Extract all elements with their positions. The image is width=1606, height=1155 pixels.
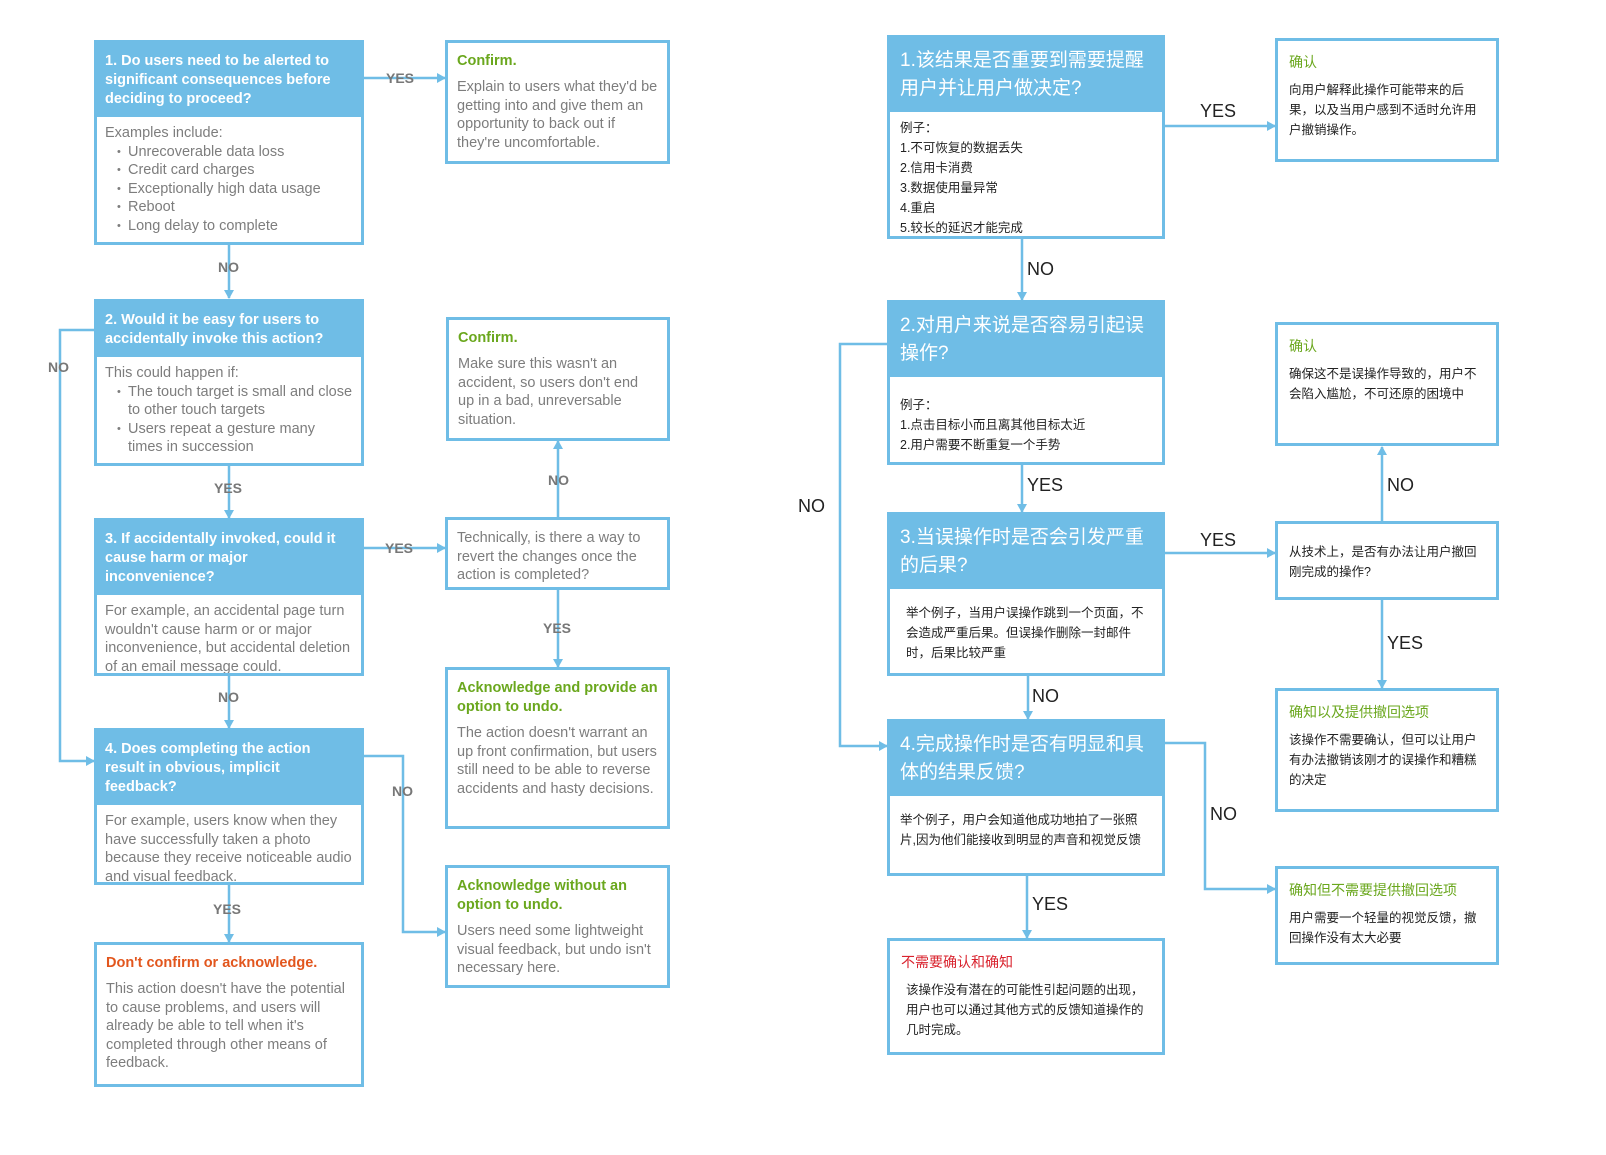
en-label-no-revert: NO	[548, 472, 569, 488]
en-arrow-q4-acknoundo	[363, 754, 446, 937]
en-confirm-1-body: Explain to users what they'd be getting …	[457, 79, 658, 151]
zh-outcome-confirm-2: 确认 确保这不是误操作导致的，用户不会陷入尴尬，不可还原的困境中	[1275, 322, 1499, 446]
zh-arrow-q4-acknoundo	[1165, 741, 1276, 894]
en-label-no-q1: NO	[218, 259, 239, 275]
zh-label-no-q2: NO	[798, 496, 825, 516]
zh-none-title: 不需要确认和确知	[901, 954, 1013, 970]
en-label-no-q2: NO	[48, 359, 69, 375]
zh-label-yes-q1: YES	[1200, 101, 1237, 121]
zh-label-yes-q3: YES	[1200, 530, 1237, 550]
zh-question-4-title: 4.完成操作时是否有明显和具体的结果反馈?	[890, 722, 1162, 796]
en-confirm-1-title: Confirm.	[457, 53, 517, 69]
en-label-yes-q2: YES	[214, 480, 243, 496]
zh-confirm-2-title: 确认	[1289, 338, 1317, 354]
list-item: Unrecoverable data loss	[117, 143, 353, 162]
zh-ack-undo-title: 确知以及提供撤回选项	[1289, 704, 1429, 720]
zh-label-yes-q4: YES	[1032, 894, 1069, 914]
list-item: 5.较长的延迟才能完成	[900, 221, 1023, 235]
en-revert-body: Technically, is there a way to revert th…	[457, 530, 641, 583]
en-label-no-q4: NO	[392, 783, 413, 799]
en-outcome-none: Don't confirm or acknowledge. This actio…	[94, 942, 364, 1087]
zh-question-1: 1.该结果是否重要到需要提醒用户并让用户做决定? 例子： 1.不可恢复的数据丢失…	[887, 35, 1165, 239]
zh-outcome-none: 不需要确认和确知 该操作没有潜在的可能性引起问题的出现，用户也可以通过其他方式的…	[887, 938, 1165, 1055]
list-item: 3.数据使用量异常	[900, 181, 998, 195]
en-question-2: 2. Would it be easy for users to acciden…	[94, 299, 364, 466]
list-item: Long delay to complete	[117, 217, 353, 236]
zh-label-no-q3: NO	[1032, 686, 1059, 706]
en-question-4: 4. Does completing the action result in …	[94, 728, 364, 885]
zh-outcome-confirm-1: 确认 向用户解释此操作可能带来的后果，以及当用户感到不适时允许用户撤销操作。	[1275, 38, 1499, 162]
en-question-3-title: 3. If accidentally invoked, could it cau…	[97, 521, 361, 595]
en-question-1: 1. Do users need to be alerted to signif…	[94, 40, 364, 245]
zh-none-body: 该操作没有潜在的可能性引起问题的出现，用户也可以通过其他方式的反馈知道操作的几时…	[906, 983, 1144, 1037]
zh-revert-body: 从技术上，是否有办法让用户撤回刚完成的操作?	[1289, 545, 1477, 579]
en-outcome-ack-no-undo: Acknowledge without an option to undo. U…	[445, 865, 670, 988]
list-item: 1.不可恢复的数据丢失	[900, 141, 1023, 155]
en-none-title: Don't confirm or acknowledge.	[106, 955, 318, 971]
zh-label-no-q1: NO	[1027, 259, 1054, 279]
zh-confirm-1-body: 向用户解释此操作可能带来的后果，以及当用户感到不适时允许用户撤销操作。	[1289, 83, 1477, 137]
en-arrow-q2-q4	[58, 328, 95, 766]
en-ack-undo-body: The action doesn't warrant an up front c…	[457, 725, 657, 797]
en-outcome-ack-undo: Acknowledge and provide an option to und…	[445, 667, 670, 829]
zh-label-no-q4: NO	[1210, 804, 1237, 824]
zh-arrow-q2-q4	[838, 342, 888, 751]
en-question-4-title: 4. Does completing the action result in …	[97, 731, 361, 805]
zh-ack-no-undo-title: 确知但不需要提供撤回选项	[1289, 882, 1457, 898]
zh-label-no-revert: NO	[1387, 475, 1414, 495]
list-item: 4.重启	[900, 201, 936, 215]
en-label-yes-revert: YES	[543, 620, 572, 636]
en-question-3-body: For example, an accidental page turn wou…	[105, 603, 351, 675]
en-question-revert: Technically, is there a way to revert th…	[445, 517, 670, 590]
en-label-yes-q4: YES	[213, 901, 242, 917]
zh-outcome-ack-undo: 确知以及提供撤回选项 该操作不需要确认，但可以让用户有办法撤销该刚才的误操作和糟…	[1275, 688, 1499, 812]
list-item: 2.信用卡消费	[900, 161, 973, 175]
zh-confirm-2-body: 确保这不是误操作导致的，用户不会陷入尴尬，不可还原的困境中	[1289, 367, 1477, 401]
en-none-body: This action doesn't have the potential t…	[106, 981, 345, 1071]
zh-label-yes-revert: YES	[1387, 633, 1424, 653]
list-item: Users repeat a gesture many times in suc…	[117, 420, 353, 457]
list-item: 2.用户需要不断重复一个手势	[900, 438, 1061, 452]
en-label-yes-q3: YES	[385, 540, 414, 556]
zh-question-3-title: 3.当误操作时是否会引发严重的后果?	[890, 515, 1162, 589]
zh-question-2-title: 2.对用户来说是否容易引起误操作?	[890, 303, 1162, 377]
zh-question-2: 2.对用户来说是否容易引起误操作? 例子： 1.点击目标小而且离其他目标太近 2…	[887, 300, 1165, 465]
en-confirm-2-body: Make sure this wasn't an accident, so us…	[458, 356, 639, 428]
list-item: 例子：	[900, 121, 938, 135]
zh-question-3: 3.当误操作时是否会引发严重的后果? 举个例子，当用户误操作跳到一个页面，不会造…	[887, 512, 1165, 676]
list-item: 例子：	[900, 398, 938, 412]
list-item: 1.点击目标小而且离其他目标太近	[900, 418, 1086, 432]
en-question-1-title: 1. Do users need to be alerted to signif…	[97, 43, 361, 117]
en-ack-no-undo-title: Acknowledge without an option to undo.	[457, 878, 627, 913]
en-question-3: 3. If accidentally invoked, could it cau…	[94, 518, 364, 676]
zh-question-1-title: 1.该结果是否重要到需要提醒用户并让用户做决定?	[890, 38, 1162, 112]
zh-question-4-body: 举个例子，用户会知道他成功地拍了一张照片,因为他们能接收到明显的声音和视觉反馈	[900, 813, 1141, 847]
zh-ack-no-undo-body: 用户需要一个轻量的视觉反馈，撤回操作没有太大必要	[1289, 911, 1477, 945]
zh-label-yes-q2: YES	[1027, 475, 1064, 495]
zh-question-4: 4.完成操作时是否有明显和具体的结果反馈? 举个例子，用户会知道他成功地拍了一张…	[887, 719, 1165, 876]
en-label-no-q3: NO	[218, 689, 239, 705]
en-question-1-intro: Examples include:	[105, 125, 223, 141]
en-confirm-2-title: Confirm.	[458, 330, 518, 346]
zh-question-revert: 从技术上，是否有办法让用户撤回刚完成的操作?	[1275, 521, 1499, 600]
zh-confirm-1-title: 确认	[1289, 54, 1317, 70]
en-question-4-body: For example, users know when they have s…	[105, 813, 352, 885]
en-outcome-confirm-1: Confirm. Explain to users what they'd be…	[445, 40, 670, 164]
en-question-2-intro: This could happen if:	[105, 365, 239, 381]
en-ack-no-undo-body: Users need some lightweight visual feedb…	[457, 923, 651, 976]
en-label-yes-q1: YES	[386, 70, 415, 86]
en-question-2-title: 2. Would it be easy for users to acciden…	[97, 302, 361, 357]
list-item: Exceptionally high data usage	[117, 180, 353, 199]
list-item: The touch target is small and close to o…	[117, 383, 353, 420]
list-item: Credit card charges	[117, 161, 353, 180]
list-item: Reboot	[117, 198, 353, 217]
zh-question-3-body: 举个例子，当用户误操作跳到一个页面，不会造成严重后果。但误操作删除一封邮件时，后…	[906, 606, 1144, 660]
en-ack-undo-title: Acknowledge and provide an option to und…	[457, 680, 658, 715]
zh-ack-undo-body: 该操作不需要确认，但可以让用户有办法撤销该刚才的误操作和糟糕的决定	[1289, 733, 1477, 787]
en-outcome-confirm-2: Confirm. Make sure this wasn't an accide…	[446, 317, 670, 441]
zh-outcome-ack-no-undo: 确知但不需要提供撤回选项 用户需要一个轻量的视觉反馈，撤回操作没有太大必要	[1275, 866, 1499, 965]
